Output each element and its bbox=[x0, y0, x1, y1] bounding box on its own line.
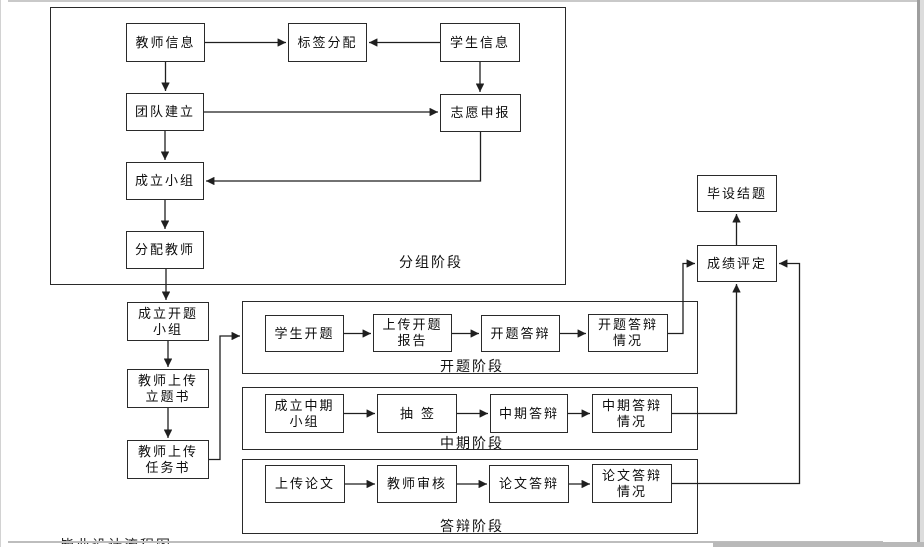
node-volunteer-apply: 志愿申报 bbox=[440, 94, 521, 132]
node-thesis-defense-status: 论文答辩 情况 bbox=[592, 464, 672, 503]
node-form-midterm-group: 成立中期 小组 bbox=[265, 394, 344, 433]
node-upload-thesis: 上传论文 bbox=[265, 465, 345, 503]
node-team-build: 团队建立 bbox=[126, 93, 204, 131]
node-upload-proposal-report: 上传开题 报告 bbox=[373, 314, 452, 352]
node-proposal-defense-status: 开题答辩 情况 bbox=[588, 314, 668, 352]
clipped-figure-caption: 毕业设计流程图 bbox=[60, 535, 210, 544]
node-student-info: 学生信息 bbox=[440, 23, 520, 62]
arrow-taskdoc-to-proposalstage bbox=[209, 331, 240, 461]
node-assign-teacher: 分配教师 bbox=[126, 231, 204, 269]
stage-grouping-box bbox=[50, 7, 566, 285]
node-thesis-defense: 论文答辩 bbox=[489, 465, 569, 503]
node-proposal-defense: 开题答辩 bbox=[481, 315, 560, 352]
stage-proposal-label: 开题阶段 bbox=[440, 358, 504, 374]
node-label-assign: 标签分配 bbox=[288, 23, 367, 62]
node-grade-evaluation: 成绩评定 bbox=[697, 245, 777, 282]
stage-grouping-label: 分组阶段 bbox=[399, 254, 463, 270]
stage-defense-label: 答辩阶段 bbox=[440, 518, 504, 534]
page-bottom-edge bbox=[8, 541, 883, 543]
node-draw-lots: 抽签 bbox=[377, 394, 457, 433]
page-left-edge bbox=[0, 0, 1, 547]
page-right-edge bbox=[917, 0, 920, 543]
page-right-shadow bbox=[920, 0, 924, 547]
node-midterm-defense-status: 中期答辩 情况 bbox=[592, 394, 672, 433]
node-graduation-conclusion: 毕设结题 bbox=[697, 175, 777, 212]
node-teacher-upload-task-doc: 教师上传 任务书 bbox=[127, 440, 209, 479]
stage-defense-box bbox=[242, 459, 698, 534]
node-midterm-defense: 中期答辩 bbox=[490, 394, 568, 433]
page-top-edge bbox=[8, 0, 920, 2]
stage-midterm-label: 中期阶段 bbox=[440, 435, 504, 451]
node-form-group: 成立小组 bbox=[126, 162, 204, 200]
node-teacher-info: 教师信息 bbox=[126, 23, 205, 62]
node-form-proposal-group: 成立开题 小组 bbox=[127, 302, 209, 341]
node-teacher-review: 教师审核 bbox=[377, 465, 457, 503]
bottom-scroll-bar bbox=[713, 542, 924, 547]
node-student-proposal: 学生开题 bbox=[265, 315, 344, 352]
node-teacher-upload-topic-doc: 教师上传 立题书 bbox=[127, 369, 209, 408]
